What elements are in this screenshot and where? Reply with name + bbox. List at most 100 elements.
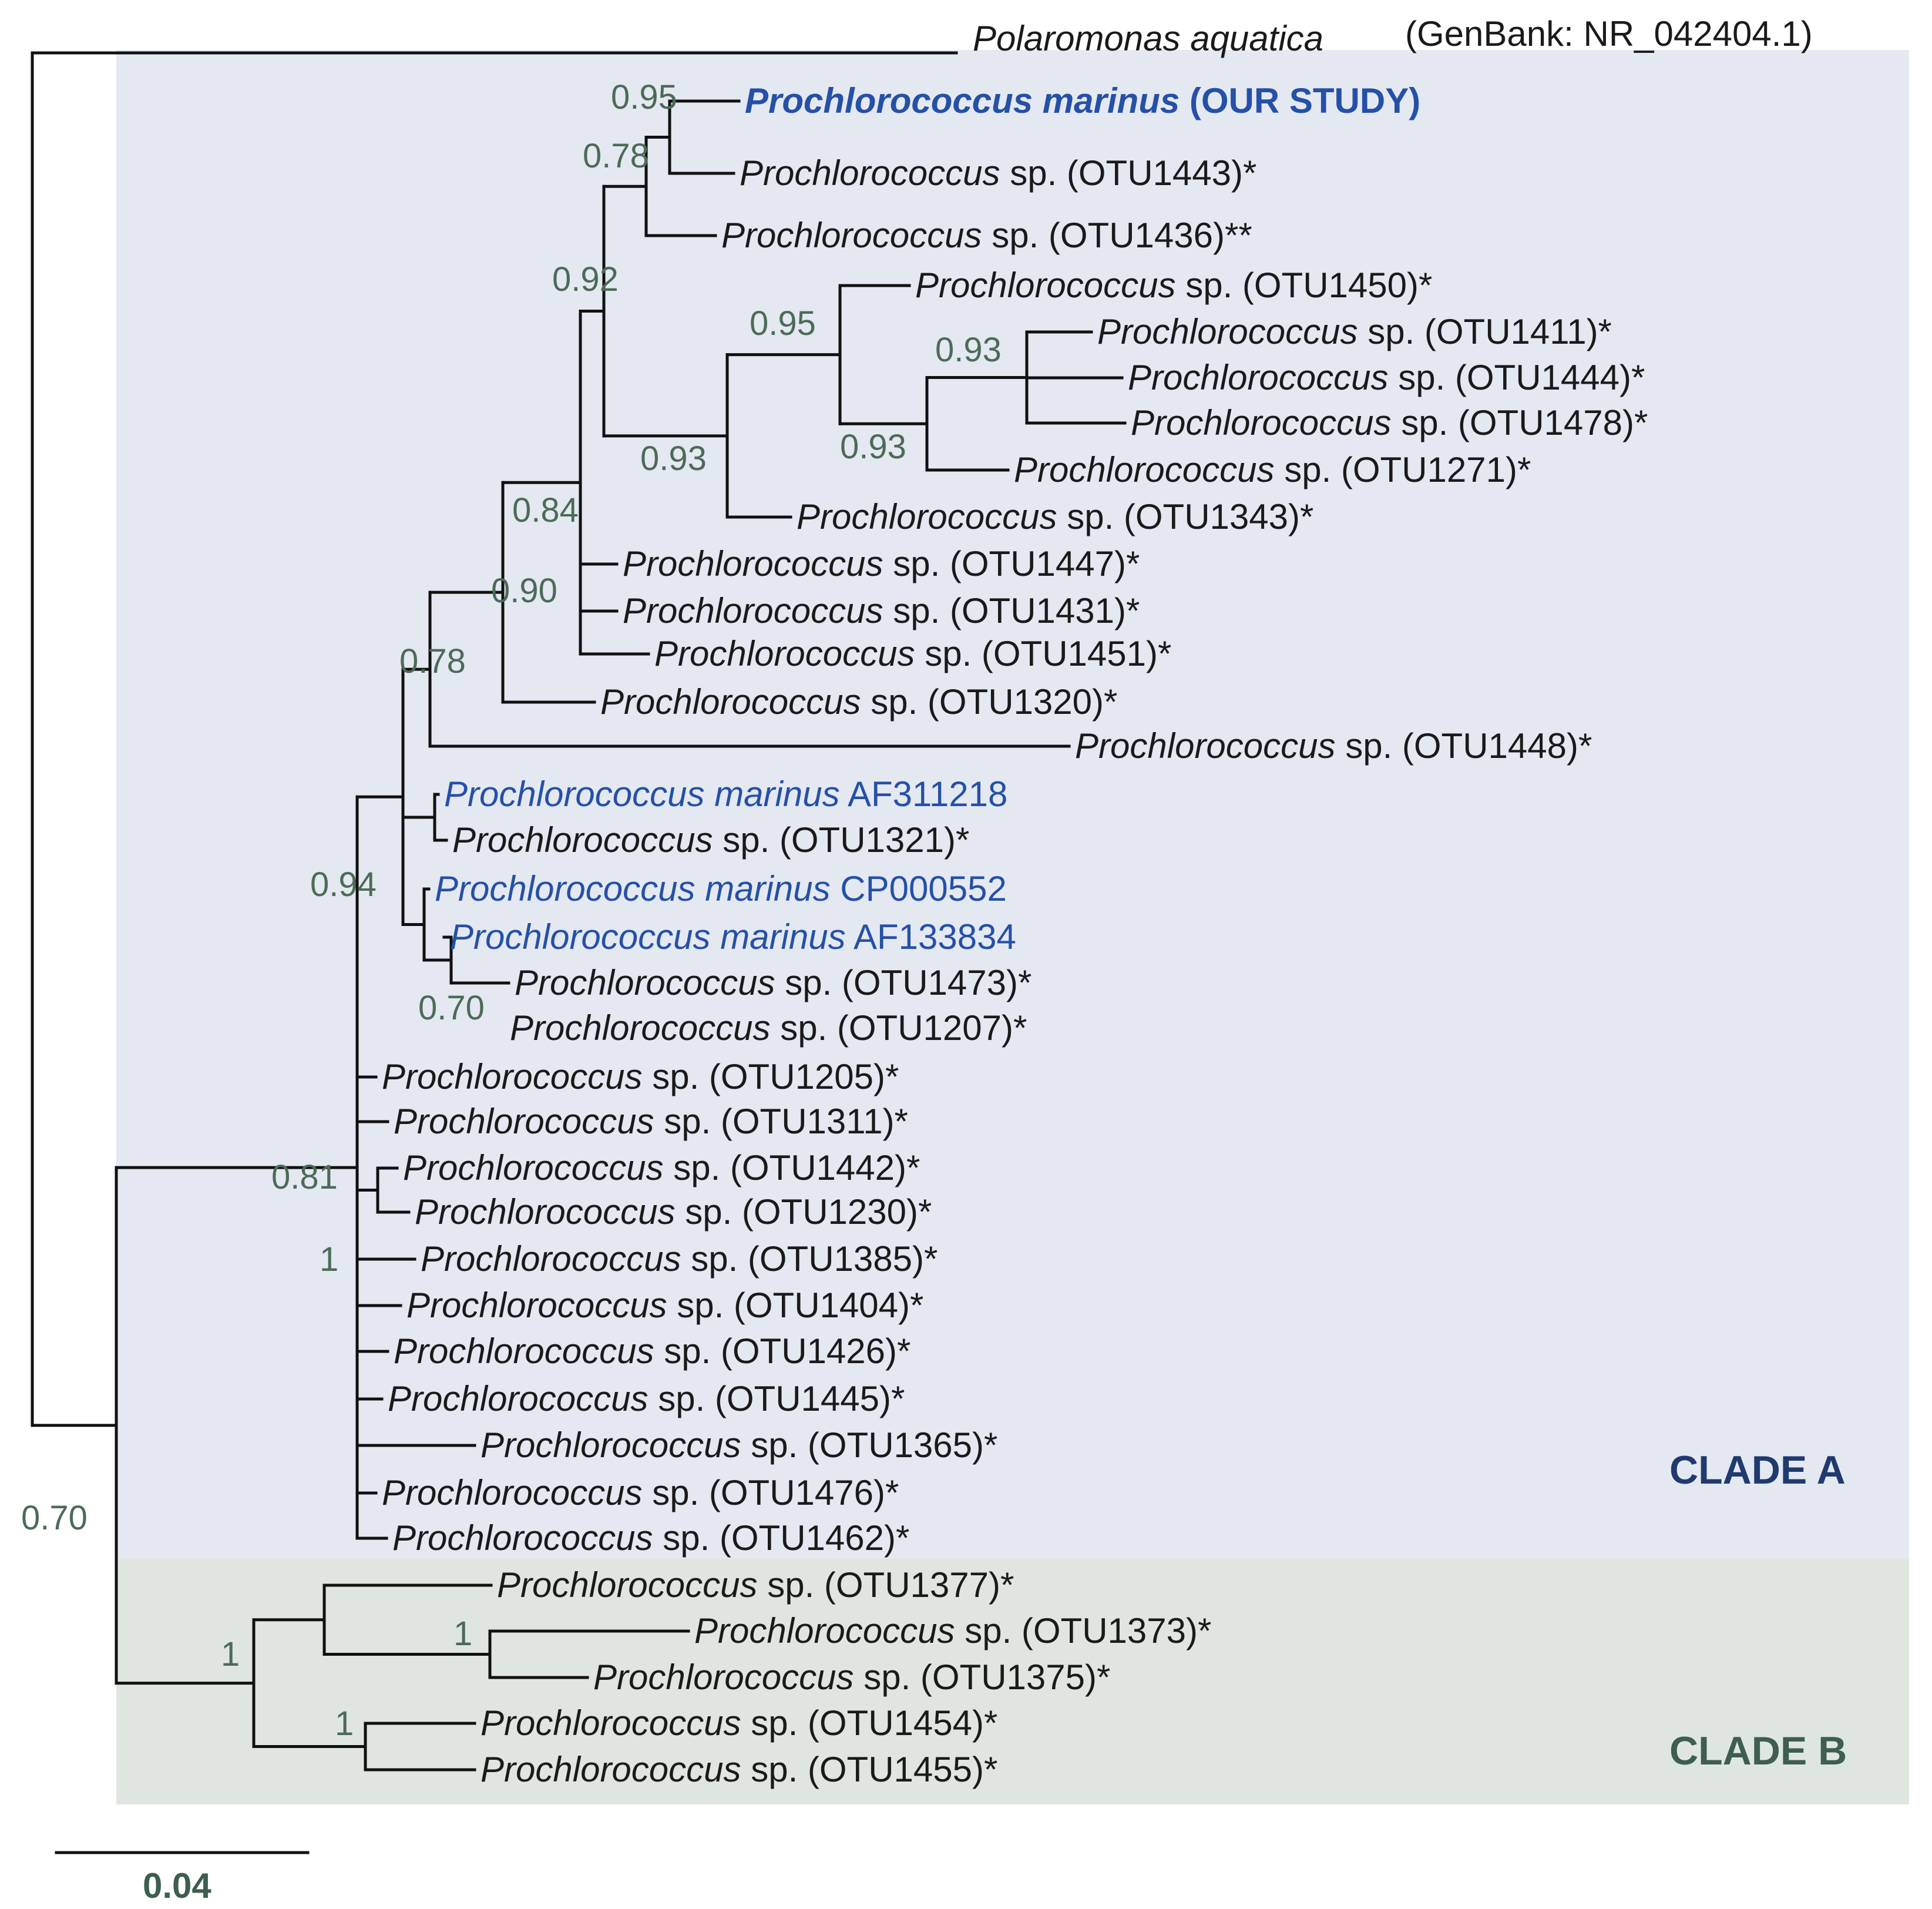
leaf-label-otu1455: Prochlorococcus sp. (OTU1455)* — [481, 1750, 997, 1789]
leaf-suffix: sp. (OTU1447)* — [883, 544, 1140, 583]
leaf-genus: Prochlorococcus — [403, 1148, 664, 1187]
leaf-genus: Prochlorococcus — [515, 963, 775, 1002]
leaf-label-otu1462: Prochlorococcus sp. (OTU1462)* — [392, 1518, 909, 1558]
leaf-suffix: sp. (OTU1478)* — [1392, 403, 1648, 442]
leaf-suffix: AF311218 — [840, 774, 1008, 814]
leaf-genus: Prochlorococcus — [481, 1425, 741, 1465]
support-value-n_1436: 0.78 — [583, 137, 649, 175]
leaf-suffix: sp. (OTU1321)* — [713, 820, 970, 860]
leaf-label-otu1373: Prochlorococcus sp. (OTU1373)* — [694, 1611, 1211, 1650]
leaf-label-otu1321: Prochlorococcus sp. (OTU1321)* — [452, 820, 969, 860]
leaf-label-otu1444: Prochlorococcus sp. (OTU1444)* — [1128, 358, 1645, 397]
leaf-suffix: CP000552 — [831, 869, 1007, 908]
leaf-suffix: sp. (OTU1426)* — [654, 1331, 911, 1371]
support-value-n_mid: 0.93 — [640, 439, 707, 478]
support-value-n_1450: 0.95 — [750, 304, 816, 343]
leaf-suffix: sp. (OTU1473)* — [775, 963, 1032, 1002]
leaf-genus: Prochlorococcus — [797, 497, 1057, 536]
leaf-label-otu1478: Prochlorococcus sp. (OTU1478)* — [1131, 403, 1648, 442]
leaf-genus: Prochlorococcus marinus — [435, 869, 831, 908]
tree-branches — [31, 51, 1127, 1772]
leaf-label-otu1447: Prochlorococcus sp. (OTU1447)* — [623, 544, 1140, 583]
leaf-suffix: sp. (OTU1311)* — [654, 1102, 908, 1141]
leaf-suffix: sp. (OTU1343)* — [1057, 497, 1314, 536]
leaf-suffix: sp. (OTU1436)** — [982, 216, 1252, 255]
leaf-suffix: sp. (OTU1455)* — [741, 1750, 998, 1789]
leaf-suffix: sp. (OTU1271)* — [1275, 450, 1531, 489]
leaf-suffix: sp. (OTU1442)* — [664, 1148, 920, 1187]
leaf-genus: Prochlorococcus — [382, 1473, 643, 1512]
leaf-label-otu1431: Prochlorococcus sp. (OTU1431)* — [623, 591, 1140, 630]
leaf-label-otu1385: Prochlorococcus sp. (OTU1385)* — [421, 1239, 938, 1279]
support-value-n_1411: 0.93 — [935, 331, 1002, 369]
leaf-genus: Prochlorococcus — [1075, 726, 1336, 766]
leaf-genus: Prochlorococcus — [406, 1286, 667, 1325]
leaf-suffix: sp. (OTU1377)* — [758, 1565, 1014, 1605]
leaf-genus: Prochlorococcus — [1014, 450, 1275, 489]
leaf-suffix: (OUR STUDY) — [1180, 81, 1420, 120]
support-value-n_cladeA: 1 — [320, 1240, 338, 1279]
leaf-genus: Prochlorococcus — [1097, 312, 1358, 351]
leaf-genus: Prochlorococcus — [915, 266, 1176, 305]
leaf-label-otu1473: Prochlorococcus sp. (OTU1473)* — [515, 963, 1031, 1002]
leaf-suffix: sp. (OTU1450)* — [1176, 266, 1433, 305]
support-value-n_marinus: 0.94 — [310, 865, 377, 904]
leaf-suffix: sp. (OTU1451)* — [915, 634, 1172, 673]
leaf-genus: Prochlorococcus marinus — [450, 917, 846, 957]
leaf-labels: Prochlorococcus marinus (OUR STUDY)Proch… — [382, 81, 1648, 1789]
clade-a-background — [116, 50, 1909, 1559]
leaf-label-af133834: Prochlorococcus marinus AF133834 — [450, 917, 1016, 957]
support-value-n_1448: 0.78 — [399, 642, 466, 680]
leaf-genus: Prochlorococcus — [452, 820, 713, 860]
clade-a-label: CLADE A — [1669, 1448, 1846, 1492]
support-value-n_1320: 0.90 — [491, 572, 557, 610]
leaf-genus: Prochlorococcus — [382, 1057, 643, 1096]
leaf-genus: Prochlorococcus — [623, 544, 883, 583]
leaf-suffix: sp. (OTU1404)* — [667, 1286, 924, 1325]
leaf-suffix: sp. (OTU1448)* — [1336, 726, 1592, 766]
leaf-label-otu1451: Prochlorococcus sp. (OTU1451)* — [654, 634, 1171, 673]
leaf-label-otu1404: Prochlorococcus sp. (OTU1404)* — [406, 1286, 923, 1325]
leaf-label-otu1365: Prochlorococcus sp. (OTU1365)* — [481, 1425, 997, 1465]
support-values: 0.950.780.920.950.930.930.930.840.900.78… — [21, 78, 1002, 1743]
leaf-suffix: sp. (OTU1445)* — [649, 1379, 905, 1418]
leaf-genus: Prochlorococcus — [481, 1750, 741, 1789]
leaf-genus: Prochlorococcus marinus — [444, 774, 840, 814]
leaf-suffix: AF133834 — [846, 917, 1016, 957]
support-value-n_cladeB: 1 — [221, 1635, 240, 1673]
leaf-label-otu1442: Prochlorococcus sp. (OTU1442)* — [403, 1148, 920, 1187]
leaf-genus: Prochlorococcus — [415, 1192, 676, 1232]
leaf-suffix: sp. (OTU1230)* — [676, 1192, 932, 1232]
support-value-n_root: 0.70 — [21, 1499, 88, 1537]
leaf-suffix: sp. (OTU1444)* — [1389, 358, 1645, 397]
leaf-label-otu1320: Prochlorococcus sp. (OTU1320)* — [600, 682, 1117, 722]
clade-b-label: CLADE B — [1669, 1729, 1847, 1773]
leaf-label-otu1443: Prochlorococcus sp. (OTU1443)* — [740, 153, 1256, 193]
support-value-n_1373: 1 — [453, 1615, 472, 1653]
leaf-label-otu1436: Prochlorococcus sp. (OTU1436)** — [721, 216, 1252, 255]
leaf-suffix: sp. (OTU1431)* — [883, 591, 1140, 630]
leaf-genus: Prochlorococcus — [1128, 358, 1389, 397]
leaf-label-af311218: Prochlorococcus marinus AF311218 — [444, 774, 1007, 814]
leaf-suffix: sp. (OTU1443)* — [1000, 153, 1257, 193]
leaf-suffix: sp. (OTU1207)* — [771, 1008, 1027, 1048]
leaf-label-otu1450: Prochlorococcus sp. (OTU1450)* — [915, 266, 1432, 305]
leaf-label-otu1448: Prochlorococcus sp. (OTU1448)* — [1075, 726, 1592, 766]
leaf-label-otu1476: Prochlorococcus sp. (OTU1476)* — [382, 1473, 899, 1512]
leaf-genus: Prochlorococcus — [593, 1658, 854, 1697]
leaf-label-study: Prochlorococcus marinus (OUR STUDY) — [745, 81, 1420, 120]
leaf-suffix: sp. (OTU1411)* — [1358, 312, 1612, 351]
scale-bar-label: 0.04 — [143, 1866, 211, 1905]
leaf-label-otu1445: Prochlorococcus sp. (OTU1445)* — [388, 1379, 905, 1418]
leaf-genus: Prochlorococcus — [497, 1565, 758, 1605]
leaf-genus: Prochlorococcus — [394, 1102, 654, 1141]
leaf-genus: Prochlorococcus — [394, 1331, 654, 1371]
support-value-n_1447: 0.84 — [512, 491, 579, 529]
leaf-genus: Prochlorococcus — [388, 1379, 649, 1418]
leaf-genus: Prochlorococcus — [481, 1703, 741, 1743]
leaf-label-otu1207: Prochlorococcus sp. (OTU1207)* — [510, 1008, 1027, 1048]
support-value-n_1454: 1 — [335, 1705, 354, 1743]
leaf-label-otu1230: Prochlorococcus sp. (OTU1230)* — [415, 1192, 932, 1232]
leaf-genus: Prochlorococcus — [600, 682, 861, 722]
